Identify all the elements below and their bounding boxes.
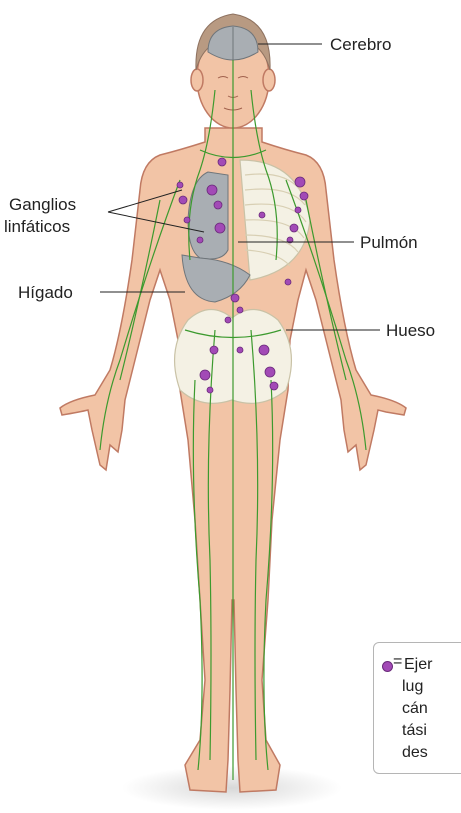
label-brain: Cerebro bbox=[330, 34, 391, 55]
label-lung: Pulmón bbox=[360, 232, 418, 253]
legend-line: lug bbox=[402, 676, 423, 698]
legend-box: = Ejer lug cán tási des bbox=[373, 642, 461, 774]
label-liver: Hígado bbox=[18, 282, 73, 303]
legend-line: Ejer bbox=[404, 654, 432, 676]
metastasis-dot-icon bbox=[382, 661, 393, 672]
label-lymph-nodes-line2: linfáticos bbox=[4, 216, 70, 237]
legend-line: cán bbox=[402, 698, 428, 720]
floor-shadow bbox=[122, 766, 342, 810]
legend-line: tási bbox=[402, 720, 427, 742]
label-bone: Hueso bbox=[386, 320, 435, 341]
legend-equals: = bbox=[393, 653, 402, 671]
label-lymph-nodes-line1: Ganglios bbox=[9, 194, 76, 215]
lymph-vessels bbox=[100, 60, 366, 780]
legend-line: des bbox=[402, 742, 428, 764]
